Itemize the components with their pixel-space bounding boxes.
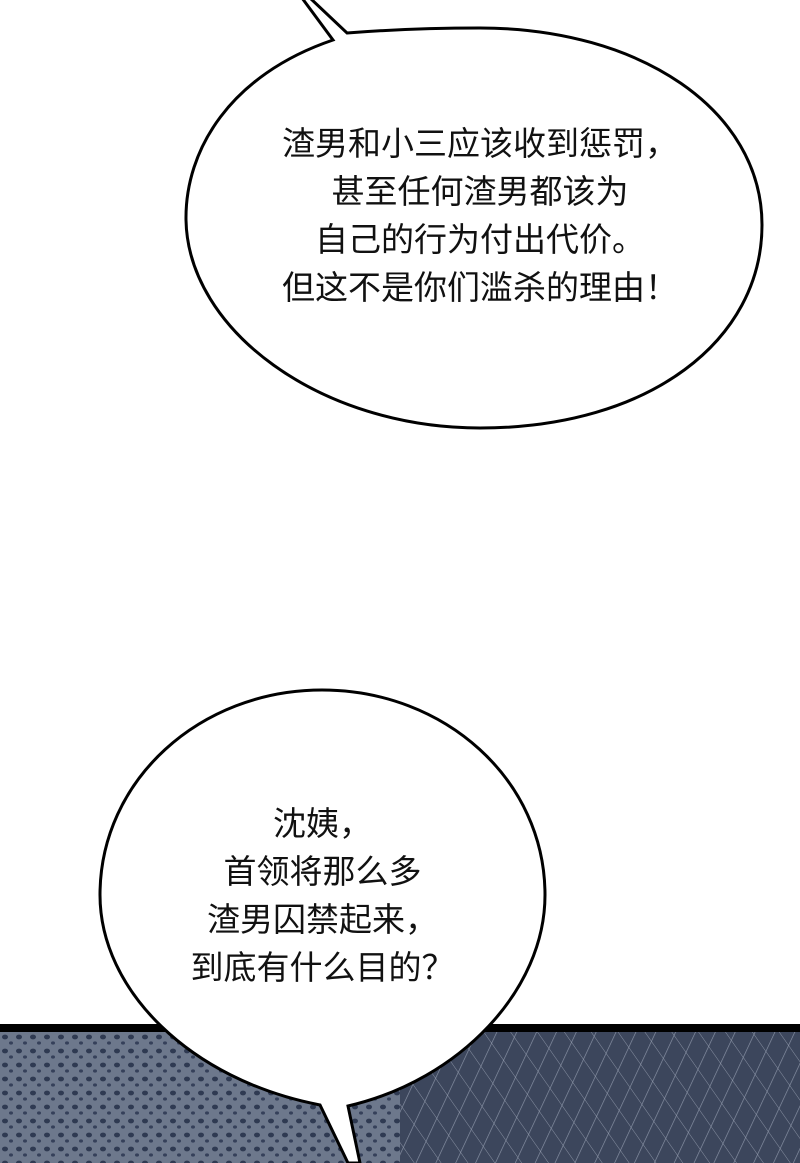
dialogue-line: 渣男和小三应该收到惩罚， <box>282 124 678 163</box>
speech-text-bottom: 沈姨， 首领将那么多 渣男囚禁起来， 到底有什么目的？ <box>150 800 495 992</box>
dialogue-line: 沈姨， <box>273 804 372 843</box>
dialogue-line: 自己的行为付出代价。 <box>315 220 645 259</box>
speech-bubble-top <box>184 0 764 430</box>
dialogue-line: 但这不是你们滥杀的理由！ <box>282 268 678 307</box>
dialogue-line: 到底有什么目的？ <box>190 948 455 987</box>
dialogue-line: 首领将那么多 <box>223 852 422 891</box>
speech-text-top: 渣男和小三应该收到惩罚， 甚至任何渣男都该为 自己的行为付出代价。 但这不是你们… <box>200 120 760 312</box>
speech-bubble-bottom <box>98 688 547 1163</box>
dialogue-line: 渣男囚禁起来， <box>207 900 438 939</box>
dialogue-line: 甚至任何渣男都该为 <box>331 172 629 211</box>
